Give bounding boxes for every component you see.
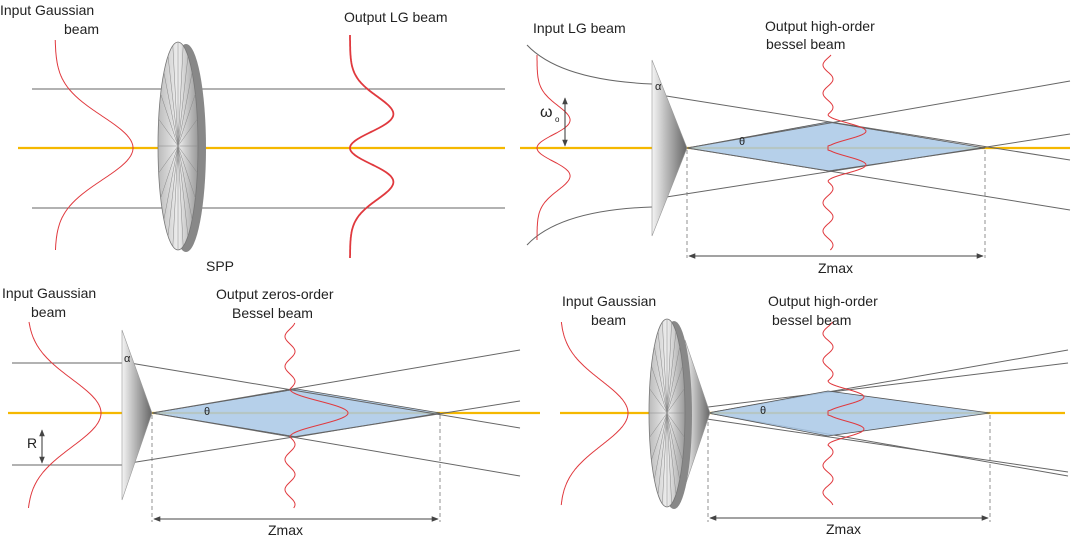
spp-sector-line [177, 45, 184, 147]
waist-subscript: o [555, 115, 560, 124]
spp-sector-line [666, 412, 680, 480]
spp-label: SPP [206, 258, 234, 274]
spp-sector-line [167, 145, 179, 237]
spp-sector-line [666, 388, 685, 414]
input-beam-label: Input Gaussian [2, 285, 96, 301]
spp-sector-line [654, 346, 668, 414]
output-beam-label: Output high-order [768, 293, 878, 309]
spp-sector-line [651, 365, 668, 414]
input-gaussian-profile [28, 321, 102, 509]
output-beam-label: bessel beam [772, 312, 851, 328]
spp-sector-line [177, 145, 193, 220]
spp-sector-line [177, 145, 189, 237]
theta-label: θ [204, 406, 210, 418]
theta-label: θ [760, 405, 766, 417]
alpha-label: α [124, 353, 131, 365]
spp-sector-line [654, 412, 668, 480]
input-beam-label: beam [31, 304, 66, 320]
panel-axicon-lg-input: ω o α θ Zmax Input LG beam Output high-o… [520, 18, 1071, 276]
output-beam-label: Bessel beam [232, 305, 313, 321]
spp-sector-line [657, 412, 668, 495]
alpha-label: α [655, 81, 662, 93]
spp-sector-line [160, 93, 179, 147]
beam-envelope [526, 44, 653, 85]
input-beam-label: Input LG beam [533, 20, 626, 36]
output-bessel-profile [284, 322, 349, 509]
spp-sector-line [657, 331, 668, 414]
spp-plate [648, 318, 692, 509]
zmax-label: Zmax [268, 522, 303, 536]
spp-sector-line [649, 388, 668, 414]
spp-sector-line [177, 55, 189, 147]
beam-envelope [526, 206, 653, 246]
waist-symbol: ω [540, 104, 553, 121]
spp-sector-line [666, 412, 683, 461]
output-beam-label: bessel beam [766, 36, 845, 52]
spp-sector-line [167, 55, 179, 147]
output-beam-label: Output high-order [765, 18, 875, 34]
axicon-lens [651, 59, 688, 237]
spp-sector-line [666, 365, 683, 414]
spp-sector-line [177, 145, 198, 174]
spp-sector-line [649, 412, 668, 438]
input-beam-label: Input Gaussian [562, 293, 656, 309]
input-gaussian-profile [560, 321, 629, 506]
spp-sector-line [158, 118, 179, 147]
zmax-label: Zmax [826, 521, 861, 536]
spp-sector-line [666, 346, 680, 414]
panel-spp-axicon: θ Zmax Input Gaussian beam Output high-o… [560, 293, 1069, 536]
output-beam-label: Output zeros-order [216, 286, 334, 302]
output-lg-profile [349, 35, 395, 258]
input-lg-profile [536, 55, 571, 240]
output-bessel-profile [822, 321, 865, 506]
spp-sector-line [172, 45, 179, 147]
spp-sector-line [160, 145, 179, 199]
input-beam-label: beam [64, 21, 99, 37]
spp-sector-line [158, 145, 179, 174]
spp-sector-line [662, 412, 668, 504]
spp-sector-line [172, 145, 179, 247]
bessel-overlap-region [707, 390, 991, 437]
spp-sector-line [666, 331, 677, 414]
spp-sector-line [666, 322, 672, 414]
spp-sector-line [163, 72, 179, 147]
zmax-label: Zmax [818, 260, 853, 276]
spp-sector-line [163, 145, 179, 220]
input-beam-label: Input Gaussian [0, 2, 94, 18]
input-beam-label: beam [591, 312, 626, 328]
panel-axicon-gaussian-input: R α θ Zmax Input Gaussian beam Output ze… [2, 285, 540, 536]
output-beam-label: Output LG beam [344, 9, 448, 25]
spp-plate [157, 41, 206, 252]
theta-label: θ [739, 136, 745, 148]
spp-sector-line [177, 145, 184, 247]
radius-label: R [27, 435, 37, 451]
input-gaussian-profile [54, 39, 134, 250]
output-bessel-profile [822, 54, 867, 251]
spp-sector-line [666, 412, 685, 438]
spp-sector-line [666, 412, 677, 495]
axicon-lens [121, 329, 153, 501]
panel-spp-lg-beam: Input Gaussian beam Output LG beam SPP [0, 2, 505, 274]
spp-sector-line [666, 412, 672, 504]
spp-sector-line [177, 72, 193, 147]
spp-sector-line [177, 145, 196, 199]
spp-sector-line [662, 322, 668, 414]
spp-sector-line [177, 93, 196, 147]
bessel-overlap-region [151, 388, 441, 438]
bessel-overlap-region [686, 121, 986, 172]
spp-sector-line [177, 118, 198, 147]
spp-sector-line [651, 412, 668, 461]
